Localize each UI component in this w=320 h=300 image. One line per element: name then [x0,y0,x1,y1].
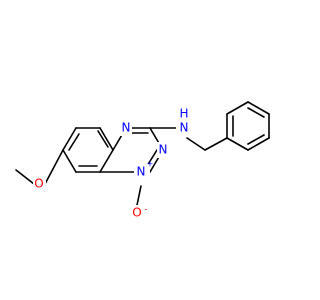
bond-ch2-phenyl [204,137,228,151]
bond-c8a-c8 [99,127,114,151]
bond-o-methoxy-methyl [15,169,35,185]
label-bg-n-ring-top [120,120,132,136]
bond-phenyl-5 [247,137,270,151]
molecule-structure: N N N + O - O N H [15,101,270,221]
atom-o-oxide: O [132,206,141,220]
bond-phenyl-5-inner [247,134,265,145]
label-bg-o-oxide [130,205,145,221]
bond-n-oxide-o [136,185,142,206]
atom-n-oxide-charge: + [147,160,154,169]
bond-phenyl-2 [226,101,249,115]
atom-n-oxide: N [137,165,146,179]
bond-phenyl-3-inner [247,107,265,118]
label-bg-n-amine [176,112,192,136]
bond-c8a-c8-inner [97,130,109,148]
atom-n-ring-top: N [122,121,131,135]
atom-o-methoxy: O [34,177,43,191]
atom-h-amine: H [179,107,188,121]
bond-n-right-n-oxide-inner [146,149,158,167]
bond-c7-c6 [62,127,77,151]
bond-phenyl-6 [226,137,249,151]
label-bg-o-methoxy [33,176,46,192]
atom-o-oxide-charge: - [145,205,148,214]
bond-n-amine-ch2 [186,137,206,151]
label-bg-n-ring-right [157,142,169,158]
bond-c6-c5 [62,149,77,173]
atom-label-layer: N N N + O - O N H [33,107,192,221]
atom-n-ring-right: N [159,143,168,157]
bond-c4a-c8a [99,149,114,173]
bond-phenyl-3 [247,101,270,115]
atom-n-amine: N [180,121,189,135]
bond-layer [15,101,270,206]
bond-c7-c6-inner [68,133,80,151]
bond-c6-o-methoxy [44,149,64,185]
label-bg-n-oxide [134,164,150,180]
